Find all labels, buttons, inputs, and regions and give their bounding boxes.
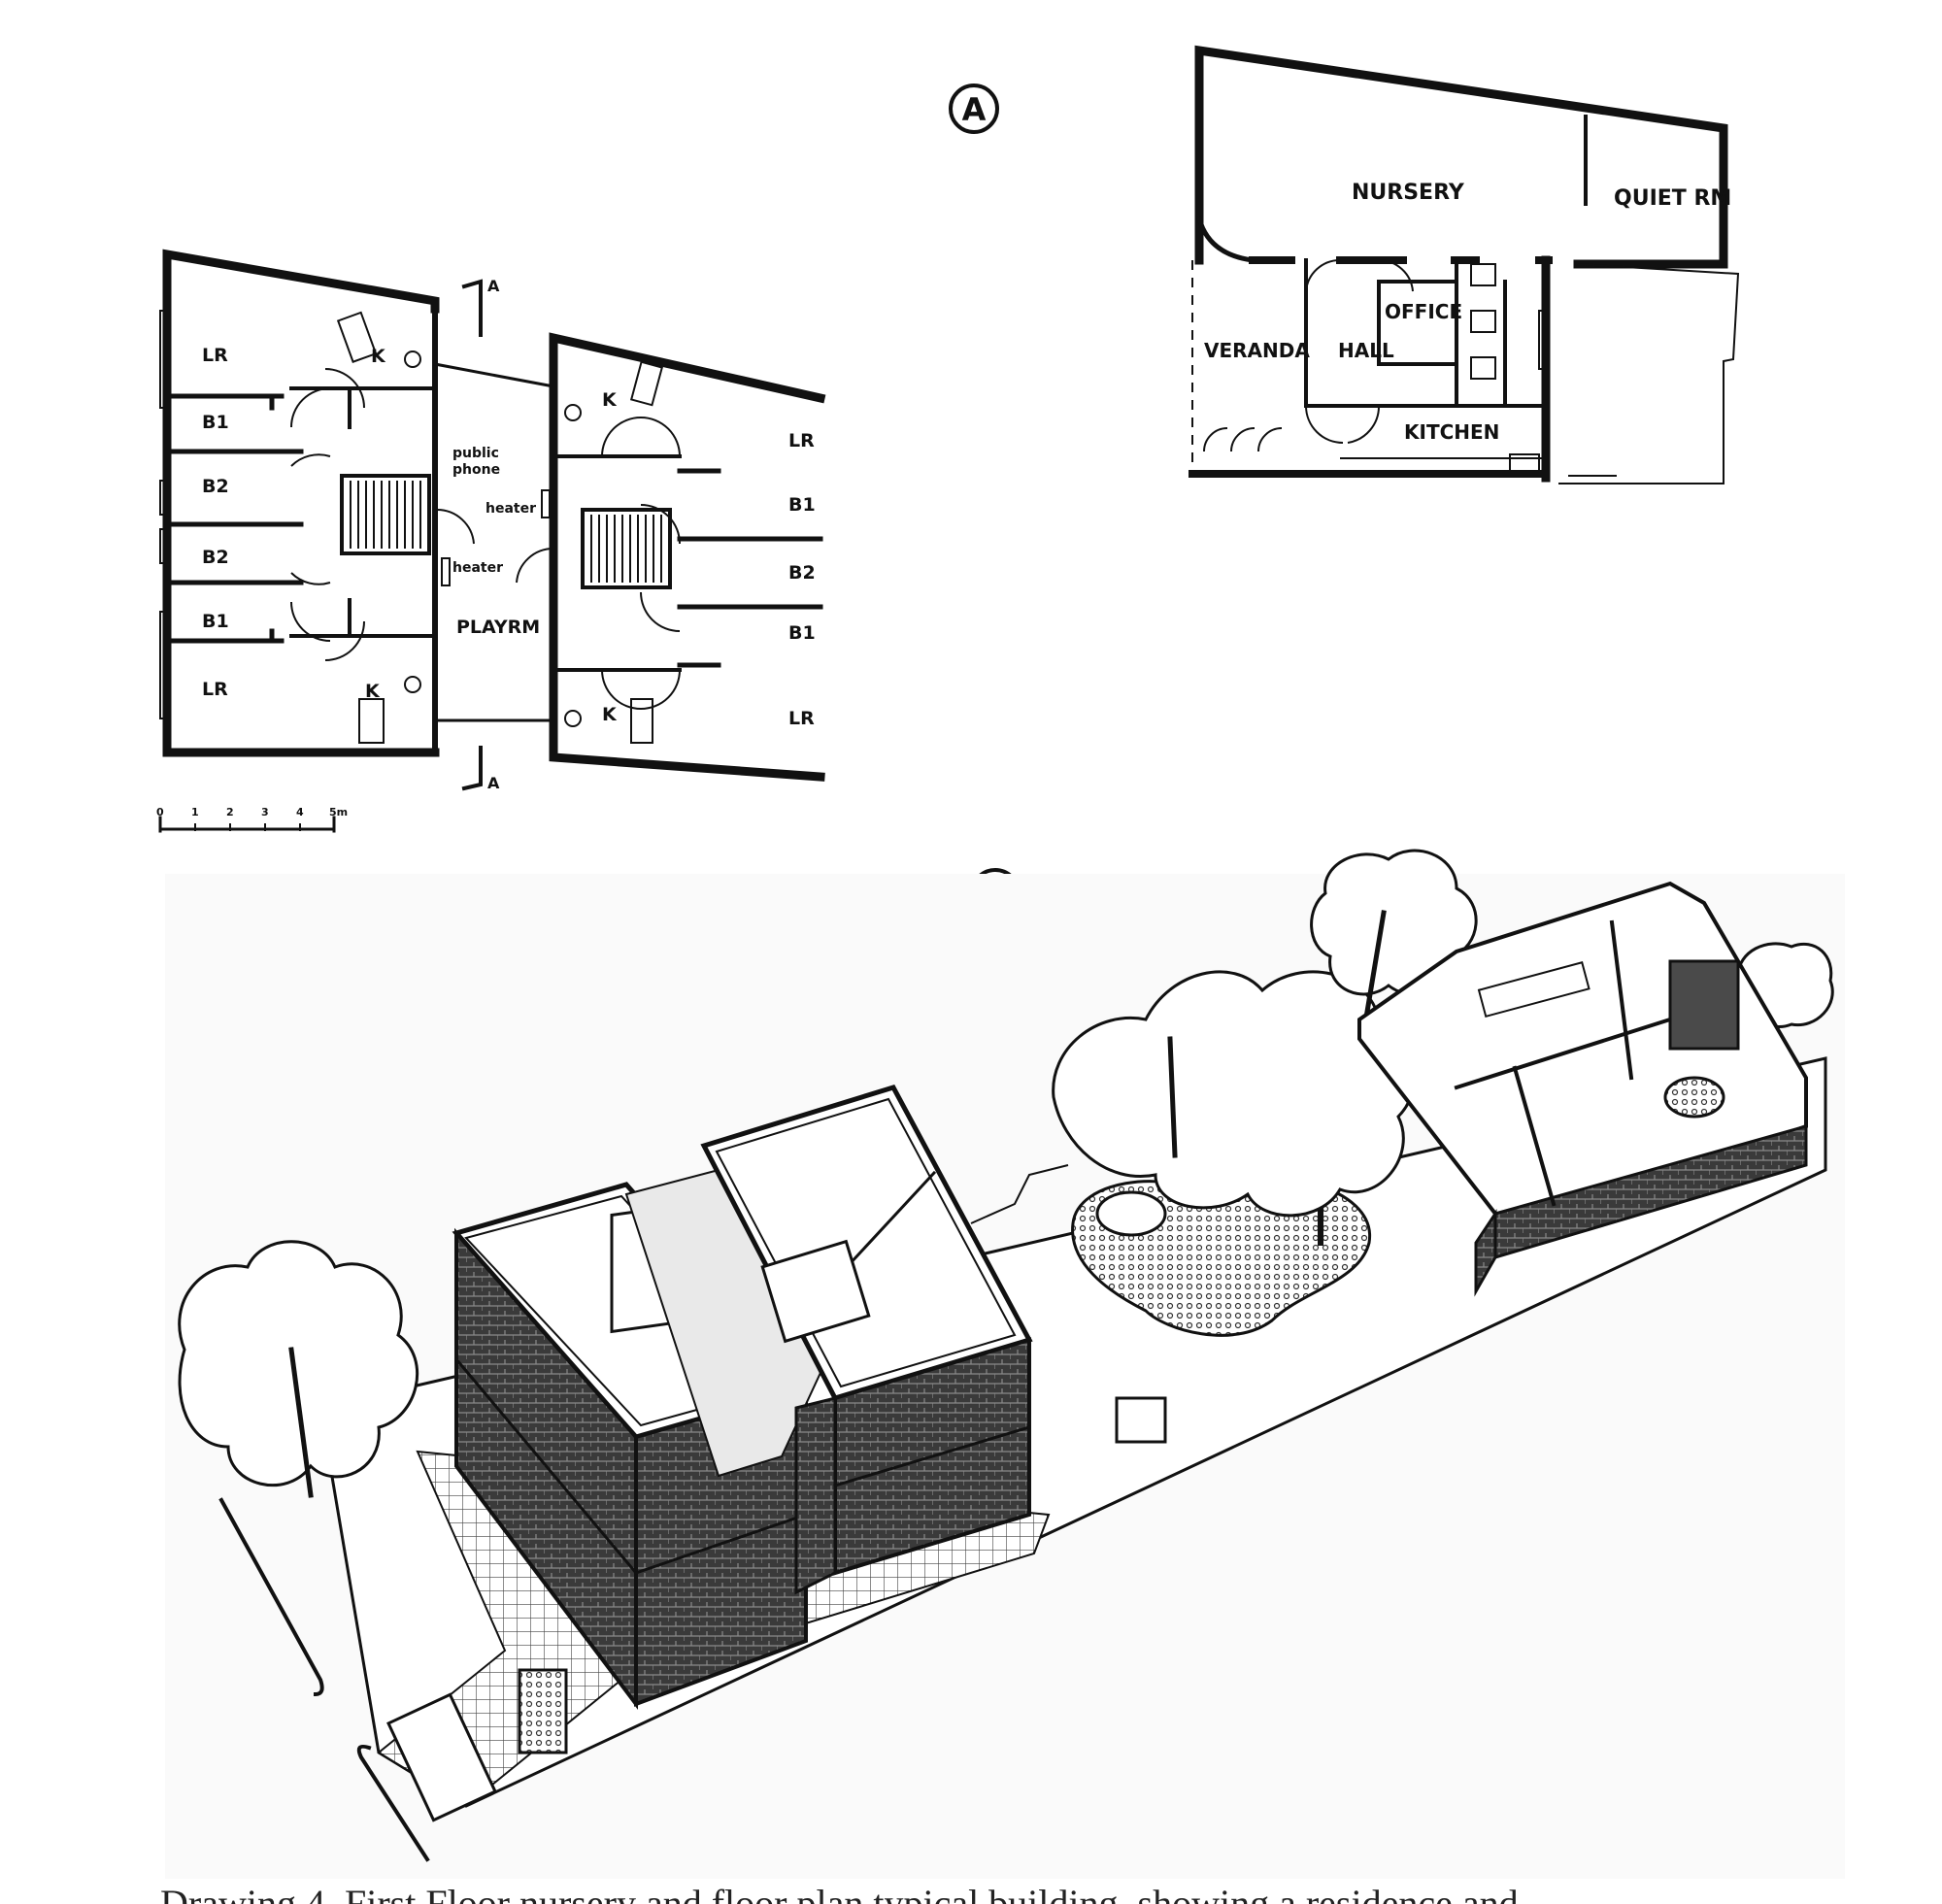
tree-center [1052,970,1417,1218]
light-court [624,1168,847,1478]
svg-text:A: A [487,277,500,295]
label-hall: HALL [1338,339,1394,362]
svg-text:A: A [487,774,500,792]
tree-back [1310,849,1478,1032]
building-right [700,1085,1033,1595]
svg-text:2: 2 [226,806,234,818]
section-mark-bottom: A [461,746,500,792]
parked-car [386,1692,497,1822]
svg-text:4: 4 [296,806,304,818]
label-k-right-top: K [602,389,618,411]
label-public-phone-2: phone [452,462,500,478]
labels-right-block: K LR B1 B2 B1 LR K [602,389,816,729]
water-tank [518,1668,568,1754]
axonometric-view [165,849,1845,1879]
svg-text:5m: 5m [329,806,348,818]
right-block-walls [549,332,826,782]
scale-bar: 0 1 2 3 4 5m [156,806,348,833]
label-public-phone-1: public [452,446,499,461]
svg-text:A: A [962,91,987,128]
section-mark-top: A [461,277,500,337]
label-b1-right-bottom: B1 [788,622,816,644]
label-lr-upper: LR [202,345,228,366]
labels-left-block: LR K B1 B2 B2 B1 LR K [202,345,386,702]
play-area [1071,1152,1371,1337]
marker-a: A [949,84,999,134]
label-lr-right-top: LR [788,430,815,451]
label-b1-lower: B1 [202,611,229,632]
floor-plan-left: LR K B1 B2 B2 B1 LR K public phone heate… [156,249,826,833]
label-b2-upper: B2 [202,476,229,497]
label-lr-right-bottom: LR [788,708,815,729]
label-b1-right-top: B1 [788,494,816,516]
label-veranda: VERANDA [1204,339,1310,362]
stroller [1115,1396,1167,1444]
label-heater-bottom: heater [452,560,503,576]
label-quiet-rm: QUIET RM [1614,186,1731,211]
tree-front-left [178,1240,419,1498]
left-block-walls [159,249,440,757]
label-b2-right: B2 [788,562,816,584]
nursery-building [1357,881,1808,1297]
label-k-upper: K [371,346,386,367]
floor-plan-nursery: NURSERY QUIET RM VERANDA HALL OFFICE KIT… [1189,45,1740,484]
label-playrm: PLAYRM [456,617,540,638]
label-lr-lower: LR [202,679,228,700]
labels-middle: public phone heater heater PLAYRM [452,446,540,638]
label-b1-upper: B1 [202,412,229,433]
label-b2-lower: B2 [202,547,229,568]
svg-text:1: 1 [191,806,199,818]
svg-text:0: 0 [156,806,164,818]
label-kitchen: KITCHEN [1404,420,1499,444]
label-office: OFFICE [1385,300,1462,323]
figure-caption: Drawing 4. First Floor nursery and floor… [160,1882,1519,1904]
label-heater-top: heater [486,501,536,517]
label-nursery: NURSERY [1352,181,1465,205]
label-k-lower: K [365,681,381,702]
label-k-right-bottom: K [602,704,618,725]
svg-text:3: 3 [261,806,269,818]
middle-block-walls [433,362,555,722]
